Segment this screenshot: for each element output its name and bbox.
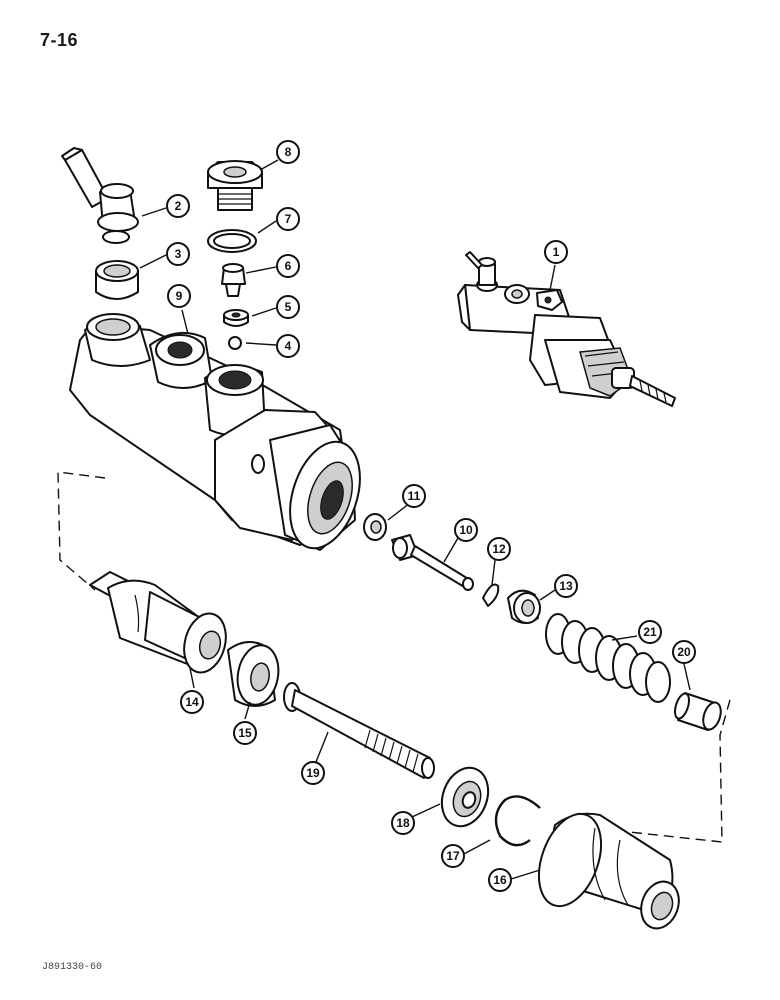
callout-3: 3: [166, 242, 190, 266]
part-13-retainer: [507, 589, 541, 624]
svg-text:14: 14: [185, 695, 199, 709]
part-21-spring: [545, 613, 671, 703]
leader-lines: [139, 159, 691, 881]
svg-text:2: 2: [175, 199, 182, 213]
svg-text:7: 7: [285, 212, 292, 226]
callout-12: 12: [487, 537, 511, 561]
part-18-seal-washer: [440, 766, 490, 828]
part-2-elbow-fitting: [61, 147, 139, 244]
part-16-boot: [537, 812, 680, 930]
callout-9: 9: [167, 284, 191, 308]
svg-text:1: 1: [553, 245, 560, 259]
callout-21: 21: [638, 620, 662, 644]
svg-text:8: 8: [285, 145, 292, 159]
part-19-threaded-rod: [283, 682, 435, 779]
svg-text:19: 19: [306, 766, 320, 780]
callout-18: 18: [391, 811, 415, 835]
callout-11: 11: [402, 484, 426, 508]
callout-4: 4: [276, 334, 300, 358]
svg-text:9: 9: [176, 289, 183, 303]
part-9-cylinder-body: [69, 313, 361, 551]
svg-text:21: 21: [643, 625, 657, 639]
part-8-plug-nut: [207, 160, 263, 211]
svg-text:3: 3: [175, 247, 182, 261]
callout-13: 13: [554, 574, 578, 598]
part-7-o-ring: [207, 229, 257, 253]
callout-2: 2: [166, 194, 190, 218]
part-20-sleeve: [674, 692, 722, 731]
callout-6: 6: [276, 254, 300, 278]
svg-text:15: 15: [238, 726, 252, 740]
part-11-seal: [363, 513, 387, 541]
callout-5: 5: [276, 295, 300, 319]
svg-text:16: 16: [493, 873, 507, 887]
part-6-valve-fitting: [221, 263, 246, 297]
callout-16: 16: [488, 868, 512, 892]
assembled-master-cylinder: [457, 251, 676, 407]
callout-1: 1: [544, 240, 568, 264]
svg-text:20: 20: [677, 645, 691, 659]
page-number: 7-16: [40, 30, 79, 50]
figure-code: J891330-60: [42, 962, 103, 973]
callout-8: 8: [276, 140, 300, 164]
callout-20: 20: [672, 640, 696, 664]
callout-10: 10: [454, 518, 478, 542]
part-17-snap-ring: [494, 795, 541, 847]
callout-19: 19: [301, 761, 325, 785]
callout-7: 7: [276, 207, 300, 231]
part-14-piston: [89, 571, 227, 674]
svg-text:5: 5: [285, 300, 292, 314]
assembly-boundary: [57, 471, 731, 843]
part-10-rod: [391, 534, 474, 591]
svg-text:17: 17: [446, 849, 460, 863]
svg-text:4: 4: [285, 339, 292, 353]
part-5-seat: [223, 309, 249, 327]
callout-14: 14: [180, 690, 204, 714]
part-15-washer: [227, 641, 280, 707]
svg-text:11: 11: [408, 489, 421, 503]
part-12-clip: [482, 583, 500, 607]
svg-text:12: 12: [492, 542, 506, 556]
svg-text:18: 18: [396, 816, 410, 830]
callout-17: 17: [441, 844, 465, 868]
part-3-bushing: [95, 260, 139, 300]
part-4-ball: [228, 336, 242, 350]
svg-text:6: 6: [285, 259, 292, 273]
callout-15: 15: [233, 721, 257, 745]
svg-text:10: 10: [459, 523, 473, 537]
svg-text:13: 13: [559, 579, 573, 593]
